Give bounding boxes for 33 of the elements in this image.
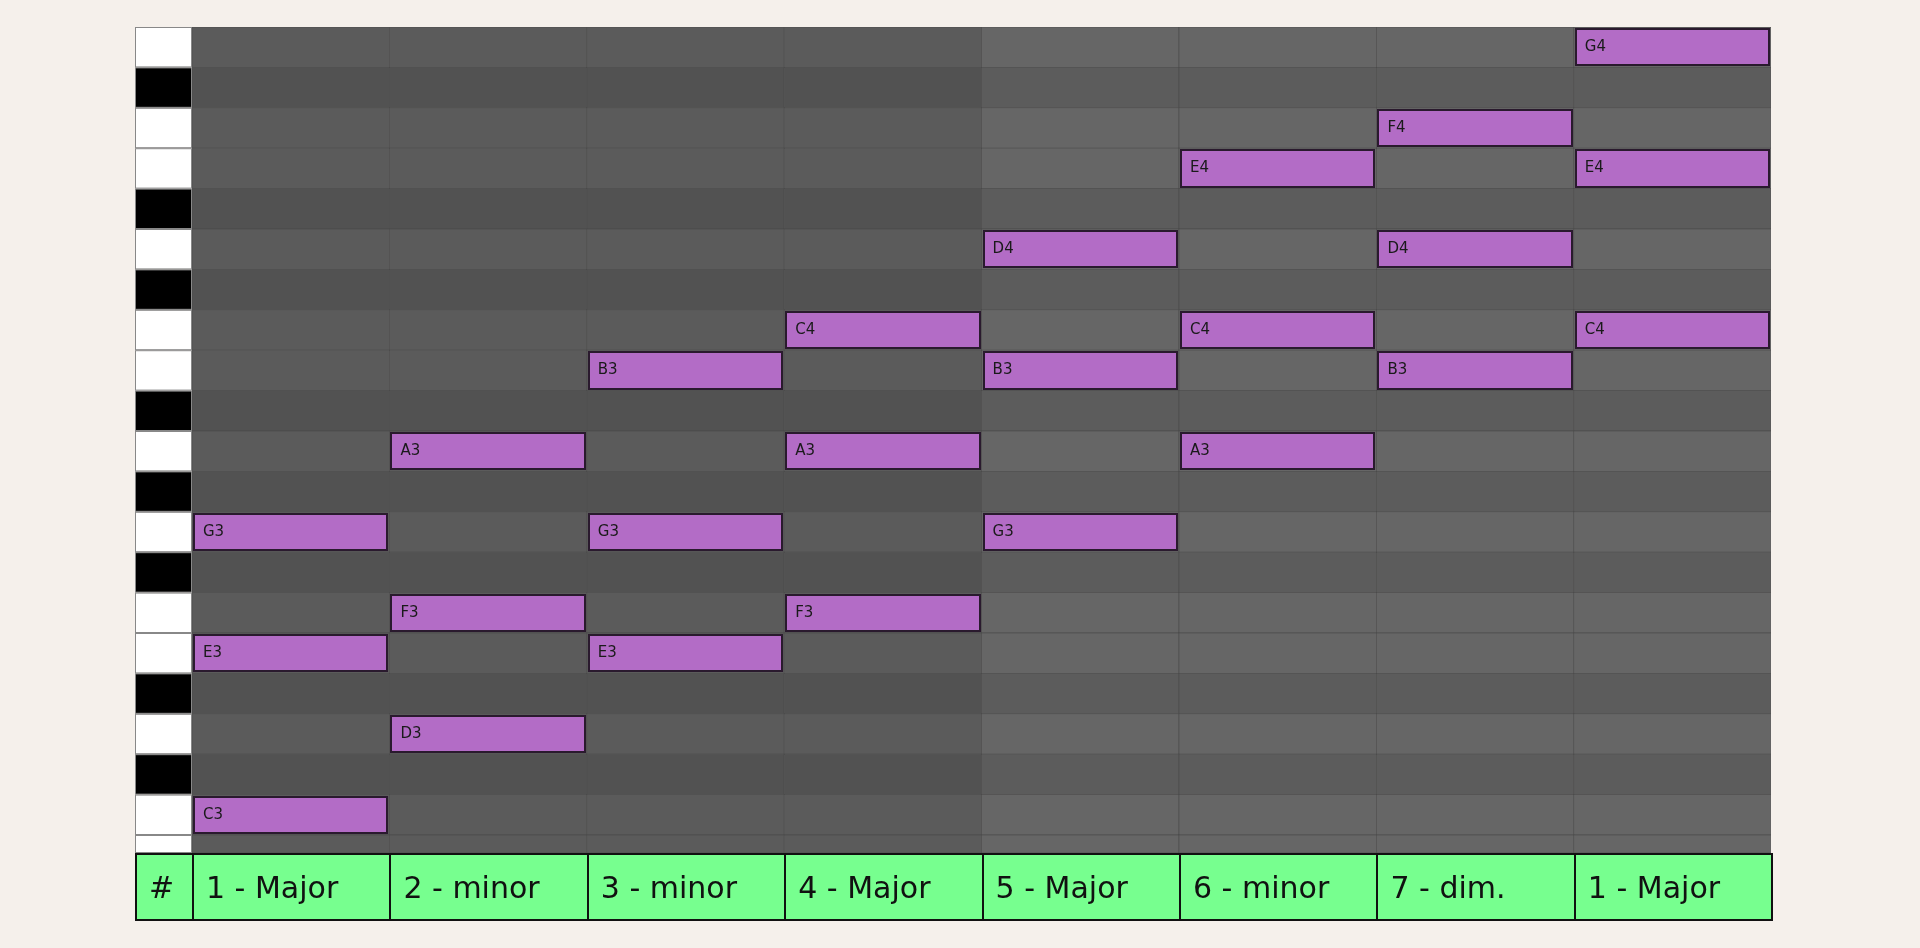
chord-label-cell: # xyxy=(135,853,194,921)
note-block: F3 xyxy=(785,593,981,632)
chord-label-cell: 1 - Major xyxy=(1573,853,1774,921)
note-block: A3 xyxy=(785,432,981,471)
note-block: G3 xyxy=(982,512,1178,552)
note-block: G4 xyxy=(1574,28,1771,67)
note-block: A3 xyxy=(390,432,586,471)
chord-label-cell: 4 - Major xyxy=(784,853,984,921)
chord-label-cell: 3 - minor xyxy=(586,853,787,921)
chord-label-cell: 1 - Major xyxy=(192,853,392,921)
note-block: D4 xyxy=(982,230,1178,269)
note-block: C4 xyxy=(785,310,981,350)
note-block: F3 xyxy=(390,593,586,632)
chord-label-cell: 7 - dim. xyxy=(1376,853,1576,921)
note-block: B3 xyxy=(587,351,784,390)
note-block: A3 xyxy=(1180,432,1376,471)
note-block: G3 xyxy=(587,512,784,552)
note-block: B3 xyxy=(982,351,1178,390)
note-block: C4 xyxy=(1574,310,1771,350)
note-block: B3 xyxy=(1377,351,1573,390)
note-block: E4 xyxy=(1574,149,1771,188)
note-block: C4 xyxy=(1180,310,1376,350)
note-block: D3 xyxy=(390,714,586,754)
chord-label-cell: 6 - minor xyxy=(1179,853,1379,921)
chord-label-cell: 5 - Major xyxy=(981,853,1181,921)
note-block: F4 xyxy=(1377,108,1573,148)
note-block: C3 xyxy=(193,795,389,834)
note-block: E3 xyxy=(587,634,784,673)
note-block: G3 xyxy=(193,512,389,552)
note-block: E4 xyxy=(1180,149,1376,188)
note-block: D4 xyxy=(1377,230,1573,269)
note-block: E3 xyxy=(193,634,389,673)
chord-label-cell: 2 - minor xyxy=(389,853,589,921)
